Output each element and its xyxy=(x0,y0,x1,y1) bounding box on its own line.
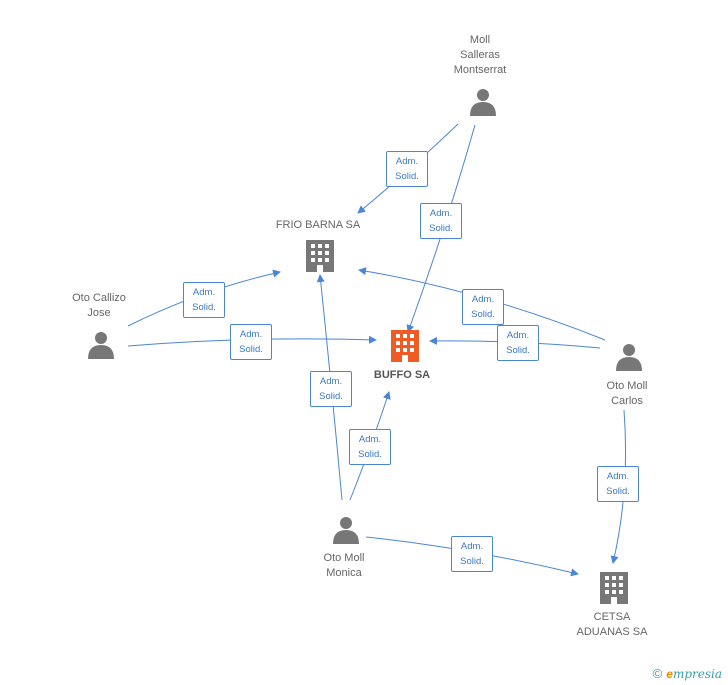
relation-label-line-1: Adm. xyxy=(606,471,630,482)
relation-label[interactable]: Adm. Solid. xyxy=(597,466,639,502)
relation-label-line-2: Solid. xyxy=(429,223,453,234)
node-label-oto-moll-monica[interactable]: Oto Moll Monica xyxy=(294,551,394,581)
relation-label-line-2: Solid. xyxy=(395,171,419,182)
name-line: Monica xyxy=(326,567,362,579)
brand-footer[interactable]: ©empresia xyxy=(653,666,722,681)
name-line: Oto Moll xyxy=(606,380,648,392)
brand-name: mpresia xyxy=(672,667,722,681)
relation-label[interactable]: Adm. Solid. xyxy=(310,371,352,407)
name-line: Moll xyxy=(469,34,491,46)
relation-label-line-1: Adm. xyxy=(429,208,453,219)
relation-label-line-1: Adm. xyxy=(471,294,495,305)
building-icon xyxy=(600,572,628,604)
relation-label-line-2: Solid. xyxy=(239,344,263,355)
name-line: Jose xyxy=(87,307,111,319)
relation-label[interactable]: Adm. Solid. xyxy=(230,324,272,360)
relation-label[interactable]: Adm. Solid. xyxy=(349,429,391,465)
relation-label-line-2: Solid. xyxy=(471,309,495,320)
relation-label[interactable]: Adm. Solid. xyxy=(462,289,504,325)
relation-label[interactable]: Adm. Solid. xyxy=(497,325,539,361)
person-icon xyxy=(333,517,359,544)
relation-label[interactable]: Adm. Solid. xyxy=(386,151,428,187)
person-icon xyxy=(470,89,496,116)
name-line: Carlos xyxy=(611,395,643,407)
node-label-oto-moll-carlos[interactable]: Oto Moll Carlos xyxy=(577,379,677,409)
relation-label-line-1: Adm. xyxy=(395,156,419,167)
relation-label-line-1: Adm. xyxy=(506,330,530,341)
relation-label-line-2: Solid. xyxy=(358,449,382,460)
building-icon-main xyxy=(391,330,419,362)
name-line: Oto Callizo xyxy=(72,292,126,304)
name-line: Salleras xyxy=(460,49,500,61)
node-label-oto-callizo-jose[interactable]: Oto Callizo Jose xyxy=(49,291,149,321)
relation-label-line-2: Solid. xyxy=(606,486,630,497)
relation-label-line-1: Adm. xyxy=(460,541,484,552)
relation-label-line-2: Solid. xyxy=(319,391,343,402)
relation-label-line-1: Adm. xyxy=(239,329,263,340)
person-icon xyxy=(88,332,114,359)
node-label-moll-salleras-montserrat[interactable]: Moll Salleras Montserrat xyxy=(430,33,530,78)
relation-label-line-1: Adm. xyxy=(319,376,343,387)
relation-label[interactable]: Adm. Solid. xyxy=(420,203,462,239)
relation-label-line-2: Solid. xyxy=(506,345,530,356)
brand-initial: e xyxy=(666,667,673,681)
relation-label-line-1: Adm. xyxy=(192,287,216,298)
copyright-icon: © xyxy=(652,666,663,681)
building-icon xyxy=(306,240,334,272)
relation-label-line-2: Solid. xyxy=(192,302,216,313)
name-line: ADUANAS SA xyxy=(576,626,648,638)
relation-label-line-1: Adm. xyxy=(358,434,382,445)
name-line: Oto Moll xyxy=(323,552,365,564)
name-line: BUFFO SA xyxy=(373,369,431,381)
node-label-buffo-sa[interactable]: BUFFO SA xyxy=(352,368,452,383)
relation-label-line-2: Solid. xyxy=(460,556,484,567)
name-line: FRIO BARNA SA xyxy=(275,219,361,231)
name-line: Montserrat xyxy=(453,64,507,76)
node-label-cetsa-aduanas-sa[interactable]: CETSA ADUANAS SA xyxy=(562,610,662,640)
node-label-frio-barna-sa[interactable]: FRIO BARNA SA xyxy=(258,218,378,233)
person-icon xyxy=(616,344,642,371)
relation-label[interactable]: Adm. Solid. xyxy=(183,282,225,318)
name-line: CETSA xyxy=(593,611,631,623)
relation-label[interactable]: Adm. Solid. xyxy=(451,536,493,572)
